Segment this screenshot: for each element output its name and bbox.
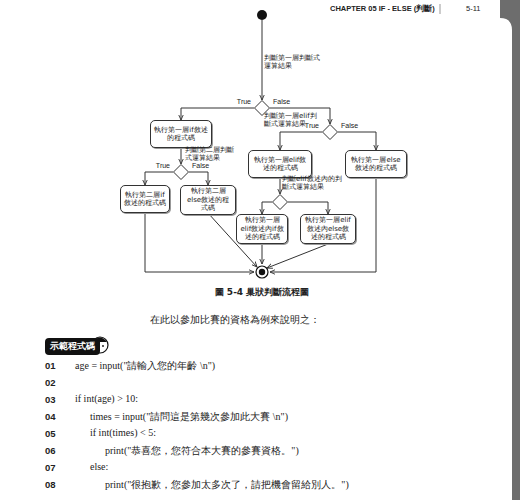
diamond-shape (273, 195, 288, 210)
line-number: 05 (45, 428, 56, 439)
diamond-shape (174, 165, 189, 180)
flow-arrow (181, 148, 182, 164)
process-box: 執行第二層if敘述的程式碼 (120, 185, 170, 213)
code-line: if int(times) < 5: (90, 427, 156, 438)
line-number: 07 (45, 462, 56, 473)
diamond-outline (272, 194, 288, 210)
figure-caption: 圖 5-4 巢狀判斷流程圖 (215, 286, 310, 299)
decision-label: 判斷elif敘述內的判斷式運算結果 (282, 175, 346, 191)
face-eye (102, 345, 104, 347)
code-line: if int(age) > 10: (75, 393, 138, 404)
flow-arrow (288, 202, 328, 214)
flow-arrow (338, 132, 376, 150)
code-line: else: (90, 461, 108, 472)
process-box: 執行第一層else敘述的程式碼 (345, 150, 407, 178)
box-text: 執行第一層elif敘述內if敘述的程式碼 (240, 216, 284, 242)
box-text: 執行第一層elif敘述的程式碼 (252, 156, 308, 173)
page-number: 5-11 (466, 4, 480, 13)
line-number: 01 (45, 360, 56, 371)
process-box: 執行第一層if敘述的程式碼 (150, 120, 212, 148)
process-box: 執行第一層elif敘述內else敘述的程式碼 (300, 214, 356, 244)
flow-arrow (145, 172, 173, 185)
process-box: 執行第二層else敘述的程式碼 (180, 185, 236, 215)
process-box: 執行第一層elif敘述內if敘述的程式碼 (236, 214, 288, 244)
box-text: 執行第二層else敘述的程式碼 (184, 187, 232, 213)
decision-diamond: 判斷第二層判斷式運算結果 (173, 164, 189, 180)
code-line: print("恭喜您，您符合本大賽的參賽資格。") (105, 444, 299, 458)
box-text: 執行第一層if敘述的程式碼 (154, 126, 208, 143)
end-node-core (259, 269, 265, 275)
line-number: 06 (45, 445, 56, 456)
edge-label: False (192, 162, 209, 170)
code-line: print("很抱歉，您參加太多次了，請把機會留給別人。") (105, 478, 349, 492)
merge-line (262, 244, 263, 264)
flow-arrow (280, 178, 281, 194)
body-text: 在此以參加比賽的資格為例來說明之： (150, 313, 320, 327)
end-node (256, 266, 268, 278)
code-badge: 示範程式碼 (45, 338, 100, 355)
edge-label: False (273, 98, 290, 106)
start-line (262, 20, 263, 100)
line-number: 02 (45, 377, 56, 388)
diamond-outline (322, 124, 338, 140)
box-text: 執行第一層else敘述的程式碼 (349, 156, 403, 173)
decision-label: 判斷第一層判斷式運算結果 (264, 54, 324, 70)
decision-diamond: 判斷elif敘述內的判斷式運算結果 (272, 194, 288, 210)
decision-diamond: 判斷第一層elif判斷式運算結果 (322, 124, 338, 140)
line-number: 04 (45, 411, 56, 422)
code-line: age = input("請輸入您的年齡 \n") (75, 359, 215, 373)
flow-arrow (189, 172, 208, 185)
edge-label: True (156, 162, 170, 170)
edge-label: False (341, 122, 358, 130)
box-text: 執行第二層if敘述的程式碼 (124, 191, 166, 208)
box-text: 執行第一層elif敘述內else敘述的程式碼 (304, 216, 352, 242)
flow-arrow (181, 108, 254, 120)
decision-label: 判斷第二層判斷式運算結果 (185, 146, 237, 162)
edge-label: True (237, 98, 251, 106)
running-header: CHAPTER 05 IF - ELSE (判斷) (330, 4, 435, 14)
line-number: 08 (45, 479, 56, 490)
code-line: times = input("請問這是第幾次參加此大賽 \n") (90, 410, 288, 424)
flow-arrow (280, 132, 322, 150)
diamond-shape (323, 125, 338, 140)
line-number: 03 (45, 394, 56, 405)
merge-line (267, 244, 328, 268)
start-node (257, 10, 267, 20)
header-divider (440, 4, 441, 14)
edge-label: True (305, 122, 319, 130)
process-box: 執行第一層elif敘述的程式碼 (248, 150, 312, 178)
diamond-outline (173, 164, 189, 180)
page-edge-bar (500, 0, 520, 500)
flow-arrow (262, 202, 272, 214)
